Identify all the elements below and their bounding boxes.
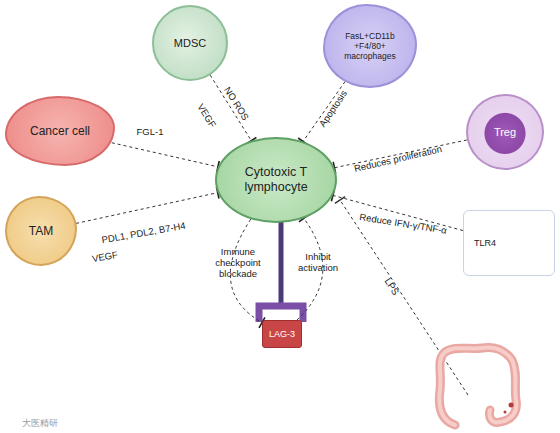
receptor-stalk (279, 222, 284, 306)
node-text: Cancer cell (30, 124, 90, 138)
node-text: TAM (29, 224, 53, 238)
signal-label: VEGF (91, 248, 118, 263)
node-text: Cytotoxic T lymphocyte (225, 165, 327, 195)
connector-line (76, 193, 218, 224)
lps-line (340, 200, 468, 395)
inhibition-connector (333, 140, 467, 174)
node-text: LAG-3 (269, 329, 295, 339)
node-text: Treg (494, 126, 516, 138)
edge-label: Reduces proliferation (353, 143, 443, 174)
watermark: 大医精研 (22, 417, 58, 430)
edge-label: Inhibit activation (294, 251, 342, 273)
cancer-cell: Cancer cell (5, 96, 115, 166)
signal-label: LPS (382, 275, 401, 296)
t-cell: Cytotoxic T lymphocyte (215, 137, 337, 223)
node-text: TLR4 (474, 238, 496, 248)
colon-illustration (439, 348, 516, 426)
connector-line (210, 75, 251, 140)
edge-label: Apoptosis (317, 88, 349, 129)
edge-label: FGL-1 (137, 126, 164, 137)
edge-label: Immune checkpoint blockade (207, 246, 269, 279)
inhibition-connector (76, 187, 219, 224)
node-text: MDSC (174, 37, 206, 49)
tam-cell: TAM (5, 196, 77, 266)
signal-label: VEGF (195, 101, 218, 129)
inhibition-connector (210, 75, 256, 144)
lag3-receptor: LAG-3 (262, 320, 302, 348)
connector-line (112, 143, 218, 167)
treg-cell: Treg (466, 94, 544, 170)
receptor-box: TLR4 (463, 210, 555, 276)
edge-label: PDL1, PDL2, B7-H4 (100, 219, 186, 245)
inhibition-connector (112, 143, 219, 173)
macrophage-cell: FasL+CD11b +F4/80+ macrophages (323, 4, 417, 88)
node-text: FasL+CD11b +F4/80+ macrophages (331, 31, 409, 61)
mdsc-cell: MDSC (152, 5, 228, 81)
